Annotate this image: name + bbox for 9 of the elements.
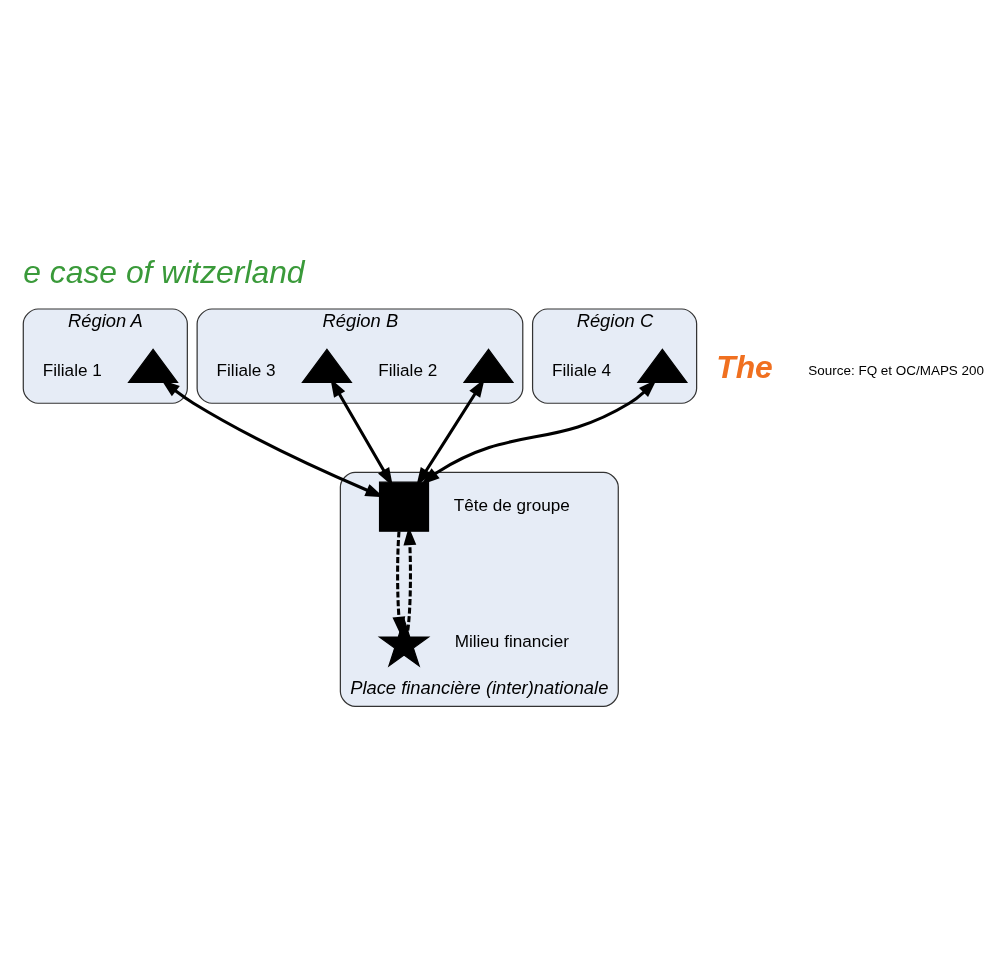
- node-label: Filiale 3: [216, 359, 276, 380]
- diagram-title: e case of witzerland: [23, 253, 305, 290]
- label: Source: FQ et OC/MAPS 200: [808, 362, 985, 378]
- label: The: [716, 348, 773, 385]
- node-label: Milieu financier: [454, 630, 569, 651]
- node-label: Filiale 4: [552, 359, 612, 380]
- node-label: Filiale 2: [378, 359, 438, 380]
- node-label: Filiale 1: [42, 359, 102, 380]
- node-label: Tête de groupe: [453, 494, 570, 515]
